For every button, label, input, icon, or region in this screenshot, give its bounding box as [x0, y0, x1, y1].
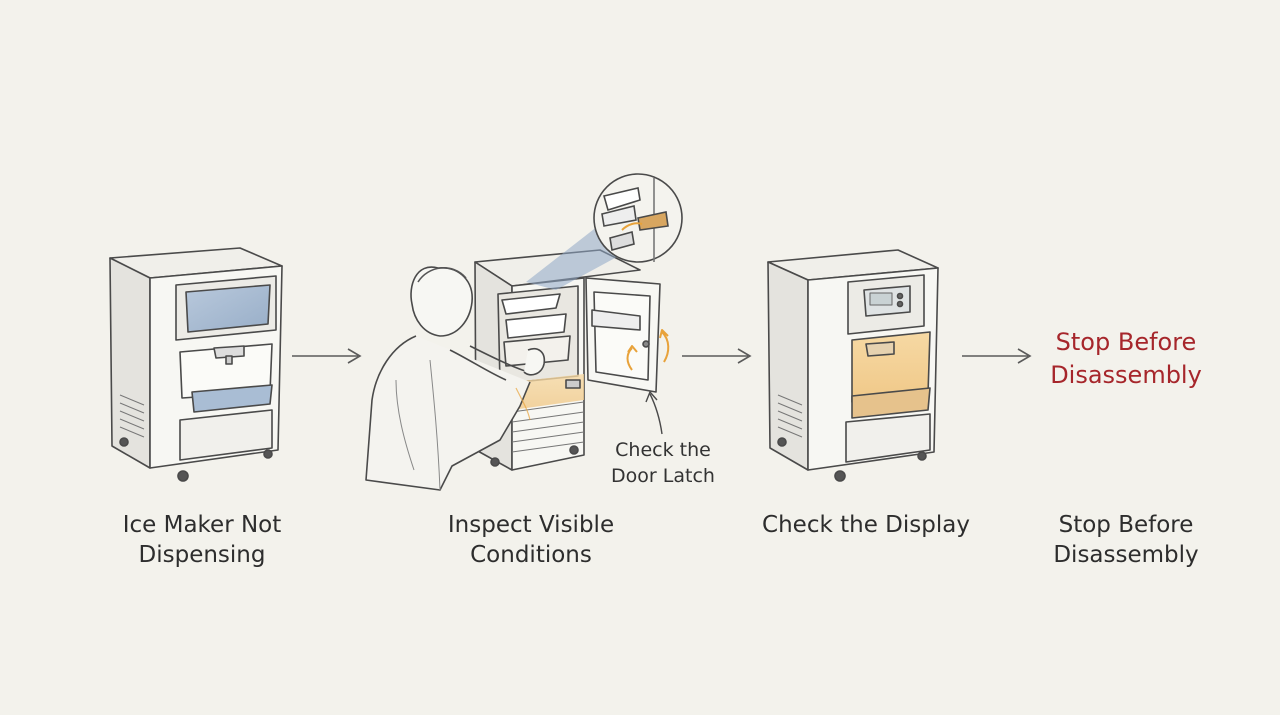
- step-2-title-line-1: Inspect Visible: [447, 512, 615, 538]
- step-2-title-line-2: Conditions: [470, 542, 592, 568]
- step-4-title-line-2: Disassembly: [1053, 542, 1199, 568]
- step-caption-1: Ice Maker Not Dispensing: [92, 510, 312, 570]
- step-caption-2: Inspect Visible Conditions: [420, 510, 642, 570]
- door-latch-magnifier: [526, 173, 683, 290]
- callout-line-1: Check the: [615, 439, 711, 461]
- step-1-title-line-1: Ice Maker Not: [122, 512, 282, 538]
- warning-line-1: Stop Before: [1055, 328, 1197, 356]
- step-caption-4: Stop Before Disassembly: [1026, 510, 1226, 570]
- door-latch-callout: Check the Door Latch: [598, 437, 728, 489]
- flow-arrow-2: [682, 348, 752, 364]
- person-inspecting-icon: [365, 249, 670, 491]
- step-caption-3: Check the Display: [750, 510, 982, 540]
- warning-line-2: Disassembly: [1050, 361, 1202, 389]
- flow-arrow-1: [292, 348, 362, 364]
- callout-pointer: [645, 390, 663, 435]
- step-4-title-line-1: Stop Before: [1058, 512, 1194, 538]
- step-3-title-line-1: Check the Display: [762, 512, 970, 538]
- step-1-title-line-2: Dispensing: [138, 542, 266, 568]
- flow-arrow-3: [962, 348, 1032, 364]
- callout-line-2: Door Latch: [611, 465, 715, 487]
- ice-maker-icon: [109, 247, 283, 482]
- stop-warning-label: Stop Before Disassembly: [1036, 326, 1216, 392]
- control-display-icon: [767, 249, 939, 482]
